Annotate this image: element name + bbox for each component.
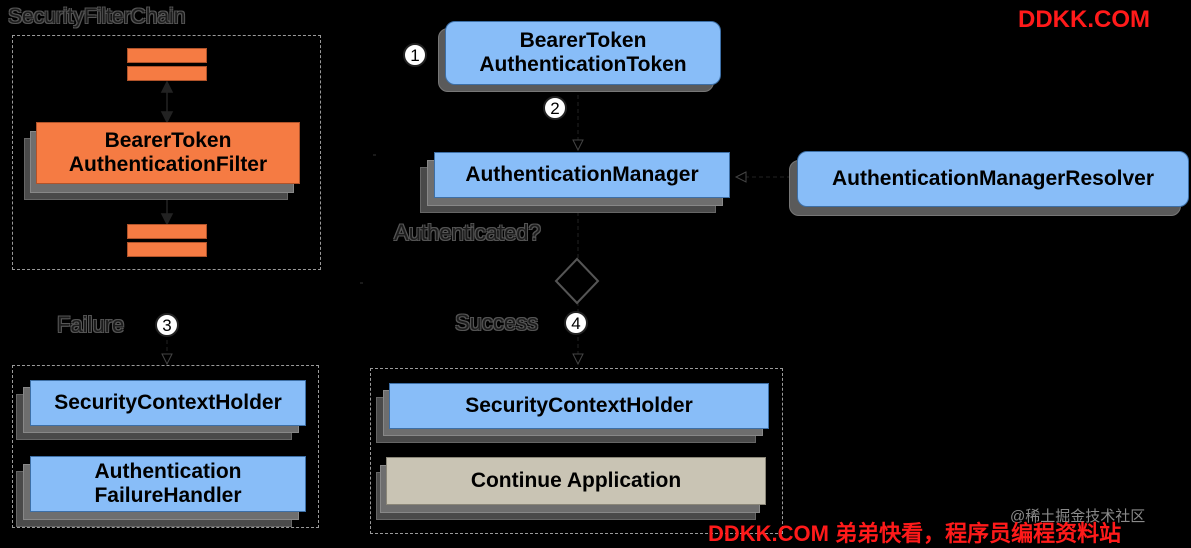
decision-diamond <box>554 257 600 305</box>
authentication-manager-resolver[interactable]: AuthenticationManagerResolver <box>797 151 1189 207</box>
filter-bar-bottom-2 <box>127 242 207 257</box>
failure-label: Failure <box>57 312 125 337</box>
watermark-top: DDKK.COM <box>1018 6 1150 33</box>
filter-chain-group <box>12 35 321 270</box>
step-1-badge: 1 <box>403 43 427 67</box>
success-label: Success <box>455 310 539 335</box>
bearer-token-authentication-token[interactable]: BearerToken AuthenticationToken <box>445 21 721 85</box>
filter-bar-bottom-1 <box>127 224 207 239</box>
authentication-failure-handler[interactable]: Authentication FailureHandler <box>30 456 306 512</box>
watermark-bottom: DDKK.COM 弟弟快看，程序员编程资料站 <box>708 521 1122 546</box>
filter-bar-top-1 <box>127 48 207 63</box>
success-group <box>370 368 783 534</box>
filter-box-line1: BearerToken <box>104 128 232 152</box>
watermark-gray: @稀土掘金技术社区 <box>1010 508 1146 525</box>
filter-box-line2: AuthenticationFilter <box>68 153 268 176</box>
failure-group <box>12 365 319 528</box>
step-2-badge: 2 <box>543 96 567 120</box>
step-3-badge: 3 <box>155 313 179 337</box>
filter-chain-title: SecurityFilterChain <box>8 5 186 28</box>
failure-handler-line2: FailureHandler <box>94 484 242 507</box>
token-box-line2: AuthenticationToken <box>479 53 687 76</box>
failure-handler-line1: Authentication <box>94 459 242 483</box>
success-security-context-holder[interactable]: SecurityContextHolder <box>389 383 769 429</box>
token-box-line1: BearerToken <box>519 28 647 52</box>
bearer-token-authentication-filter[interactable]: BearerToken AuthenticationFilter <box>36 122 300 184</box>
authentication-manager[interactable]: AuthenticationManager <box>434 152 730 198</box>
filter-bar-top-2 <box>127 66 207 81</box>
failure-security-context-holder[interactable]: SecurityContextHolder <box>30 380 306 426</box>
step-4-badge: 4 <box>564 311 588 335</box>
authenticated-question: Authenticated? <box>394 220 541 245</box>
continue-application[interactable]: Continue Application <box>386 457 766 505</box>
